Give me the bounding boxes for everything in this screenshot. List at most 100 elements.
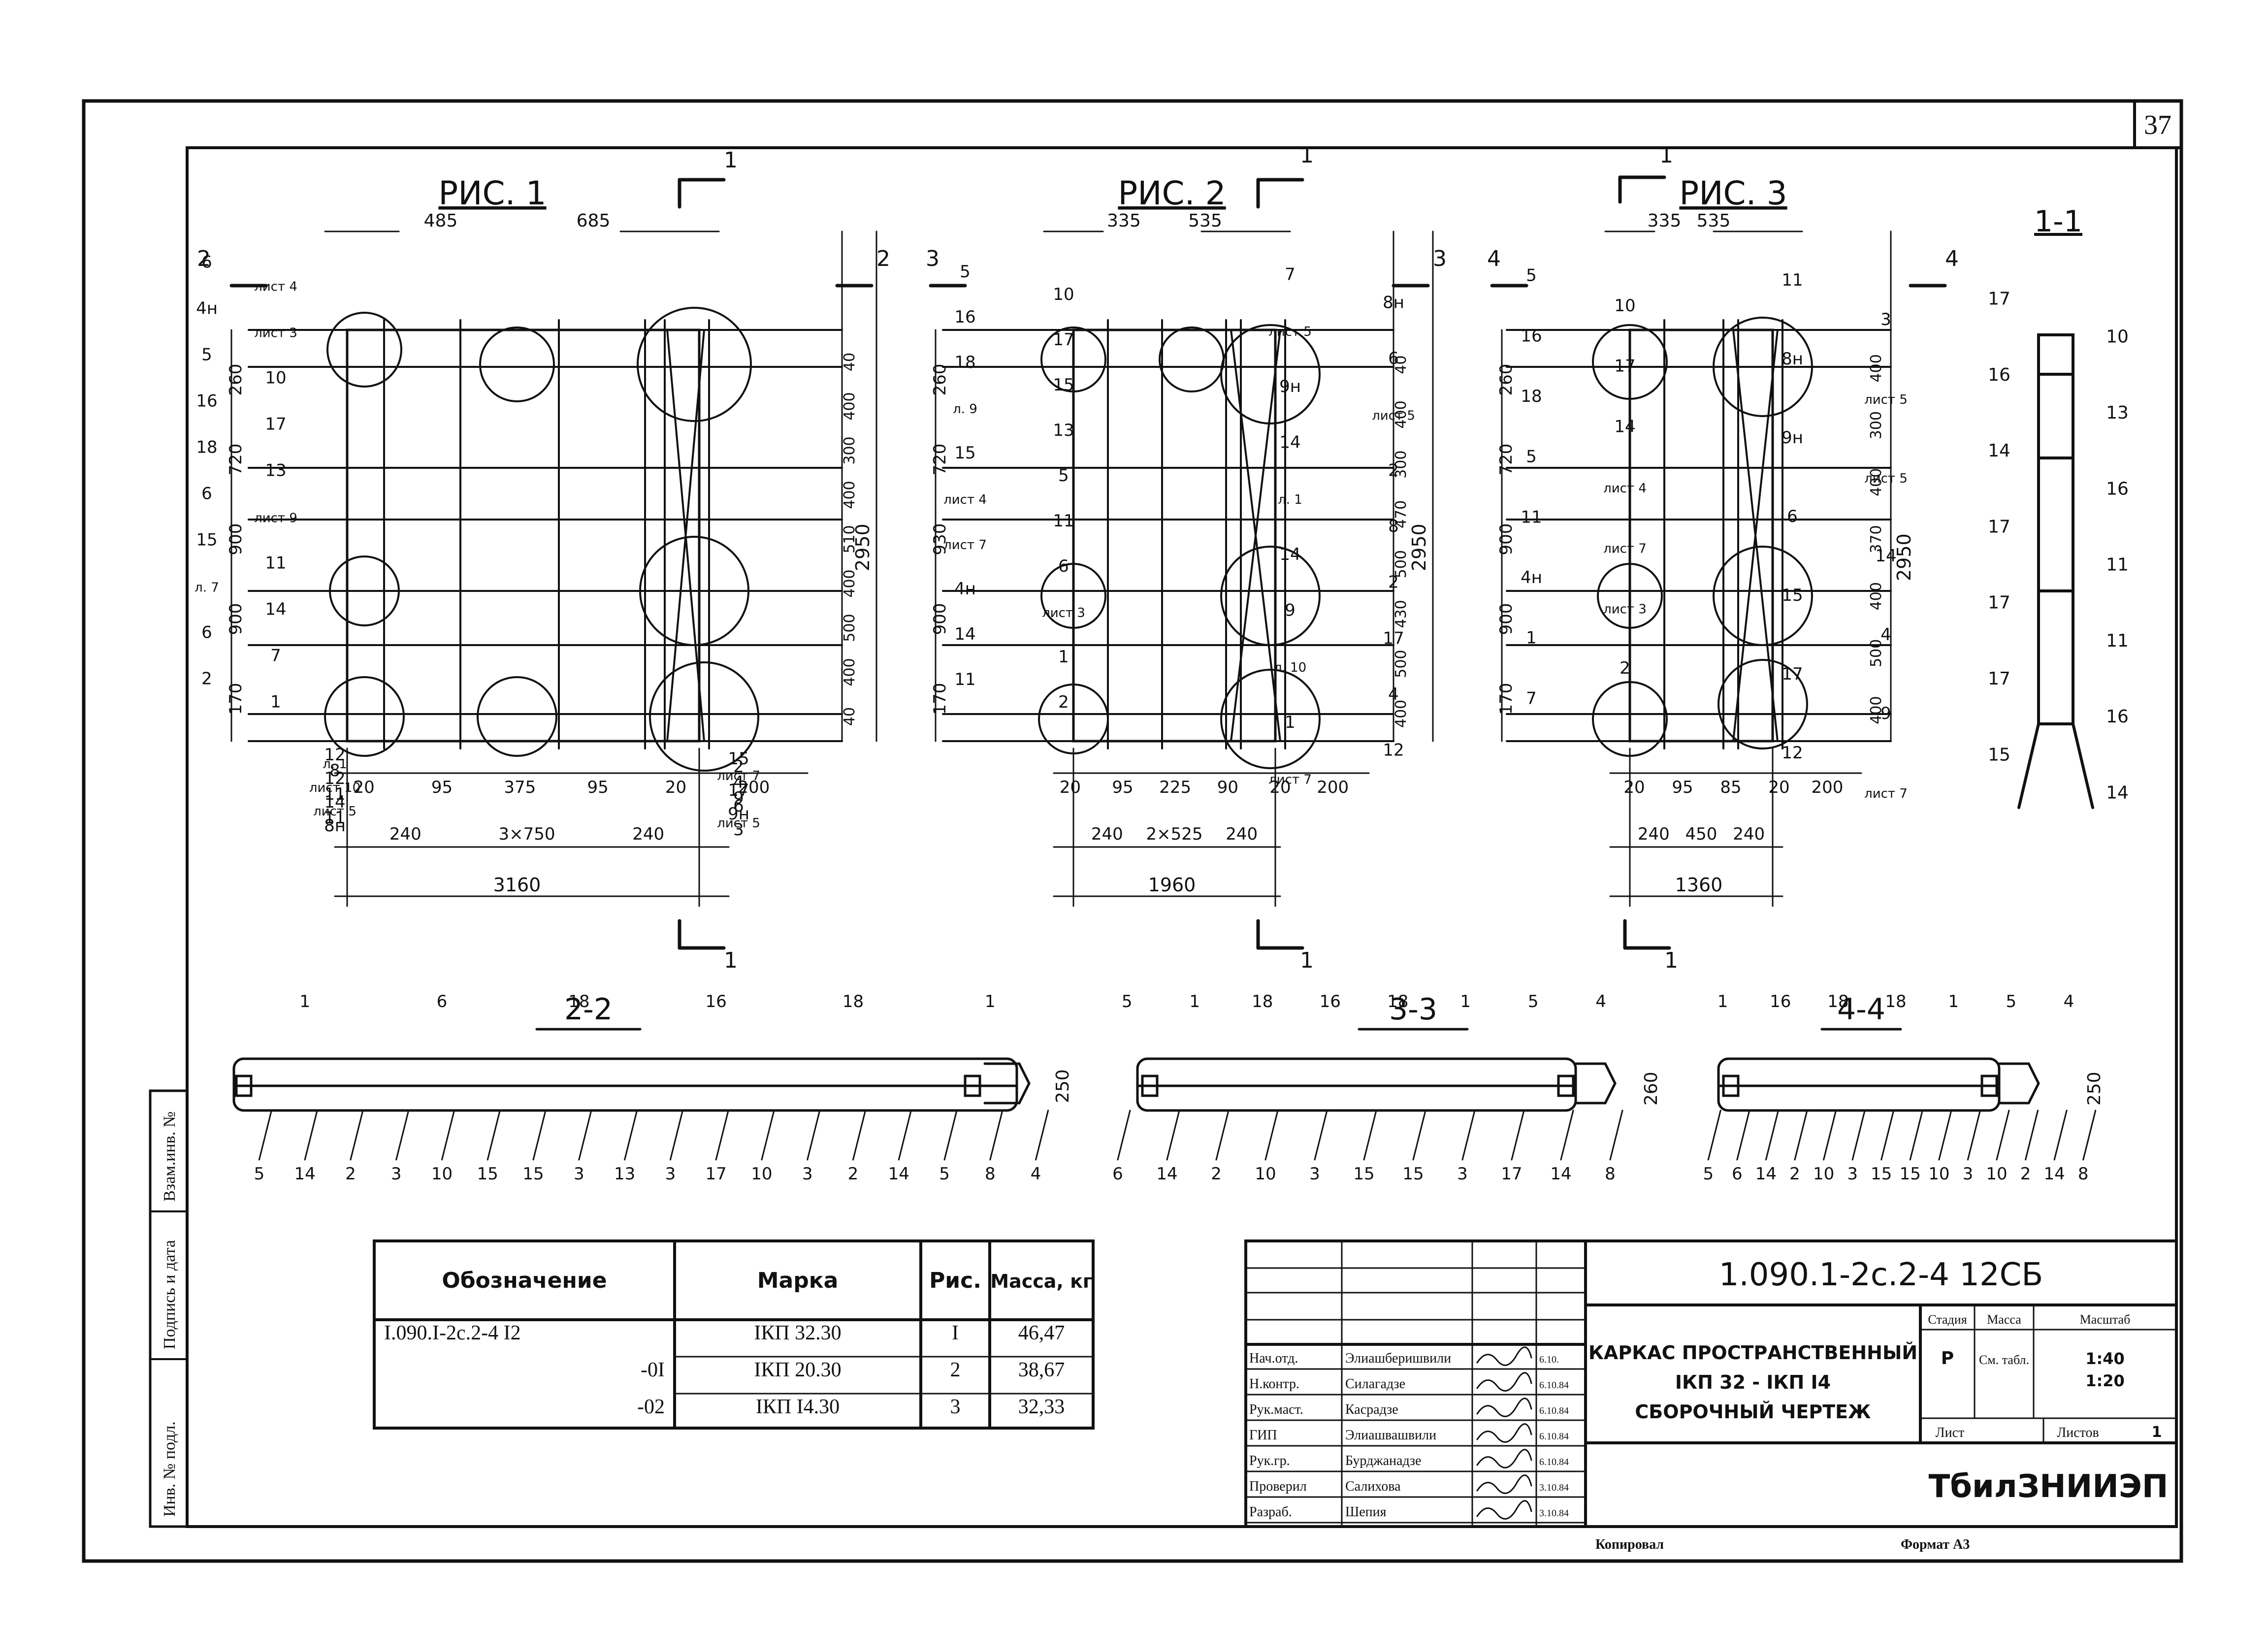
dim-label: 260 [1496,364,1516,396]
signature-name: Элиашберишвили [1345,1351,1451,1366]
spec-cell: I [952,1322,959,1344]
dim-label: 240 [632,824,664,844]
callout-label: 15 [1353,1164,1374,1184]
sec44-height: 250 [2084,1072,2105,1106]
callout-label: 7 [270,646,281,666]
callout-label: 4 [1388,684,1399,704]
callout-label: 14 [1988,441,2010,461]
callout-label: 10 [1614,296,1635,316]
callout-label: 2 [2020,1164,2031,1184]
callout-label: 15 [1900,1164,1921,1184]
callout-label: 5 [2006,992,2016,1011]
section-3-3-title: 3-3 [1389,992,1437,1027]
handwritten-signature [1476,1474,1532,1494]
dim-label: 400 [1393,400,1410,428]
callout-label: лист 5 [1864,471,1908,486]
leader-line [2053,1109,2068,1161]
fig2-total-width: 1960 [1148,874,1196,896]
callout-label: 13 [265,461,286,481]
signature-role: Н.контр. [1249,1376,1299,1392]
callout-label: 11 [2106,555,2129,575]
spec-cell: 46,47 [1018,1322,1065,1344]
dim-label: 40 [841,707,858,726]
callout-label: 4 [2064,992,2074,1011]
fig1-total-width: 3160 [493,874,541,896]
callout-label: 10 [2106,327,2129,347]
dim-label: 170 [930,683,950,715]
leader-line [1264,1109,1279,1161]
fig2-section-mark: 1 [1300,948,1314,973]
callout-label: 10 [1053,285,1074,304]
dim-label: 400 [1868,468,1885,496]
dim-label: 400 [1868,354,1885,382]
callout-label: 11 [2106,631,2129,651]
callout-label: 17 [1988,593,2010,613]
callout-label: лист 7 [1864,786,1908,801]
signature-name: Салихова [1345,1479,1401,1494]
callout-label: 8 [985,1164,996,1184]
callout-label: 8н [324,816,346,836]
dim-label: 200 [738,778,770,797]
sheet-label: Лист [1936,1425,1965,1440]
callout-label: 16 [196,391,217,411]
dim-label: 170 [226,683,246,715]
leader-line [1765,1109,1779,1161]
dim-label: 335 [1648,211,1682,231]
callout-label: 10 [1986,1164,2007,1184]
drawing-code: 1.090.1-2с.2-4 12СБ [1719,1257,2043,1293]
dim-label: 20 [665,778,686,797]
callout-label: 2 [1211,1164,1222,1184]
spec-cell: 38,67 [1018,1359,1065,1381]
leader-line [1035,1109,1049,1161]
callout-label: 6 [1112,1164,1123,1184]
dim-label: 20 [1768,778,1789,797]
dim-label: 225 [1159,778,1191,797]
dim-label: 900 [226,603,246,635]
inner-frame [186,146,2178,1528]
dim-label: 900 [226,523,246,555]
leader-line [1560,1109,1574,1161]
callout-label: 14 [1279,545,1300,564]
callout-label: 5 [960,262,971,282]
callout-label: лист 4 [1603,481,1647,496]
figure-1-title: РИС. 1 [438,174,546,212]
figure-2-title: РИС. 2 [1118,174,1226,212]
callout-label: лист 3 [254,326,297,341]
callout-label: 17 [1988,669,2010,689]
handwritten-signature [1476,1449,1532,1468]
callout-label: 2 [1388,573,1399,592]
spec-cell: IКП 32.30 [754,1322,841,1344]
callout-label: 11 [265,554,286,573]
callout-label: 15 [728,749,749,769]
leader-line [807,1109,821,1161]
callout-label: 8н [1782,349,1803,369]
dim-label: 20 [354,778,375,797]
callout-label: 6 [733,796,744,816]
callout-label: 18 [954,353,975,372]
figure-1: РИС. 1 [194,148,890,973]
callout-label: лист 3 [1042,606,1085,620]
dim-label: 300 [1868,411,1885,439]
handwritten-signature [1476,1372,1532,1392]
callout-label: 1 [1460,992,1471,1011]
callout-label: 14 [324,792,345,812]
leader-line [532,1109,547,1161]
leader-line [1736,1109,1750,1161]
spec-table: Обозначение Марка Рис. Масса, кг I.090.I… [373,1239,1095,1430]
fig3-total-width: 1360 [1675,874,1723,896]
spec-header-mark: Марка [757,1268,839,1293]
callout-label: 12 [324,769,345,788]
